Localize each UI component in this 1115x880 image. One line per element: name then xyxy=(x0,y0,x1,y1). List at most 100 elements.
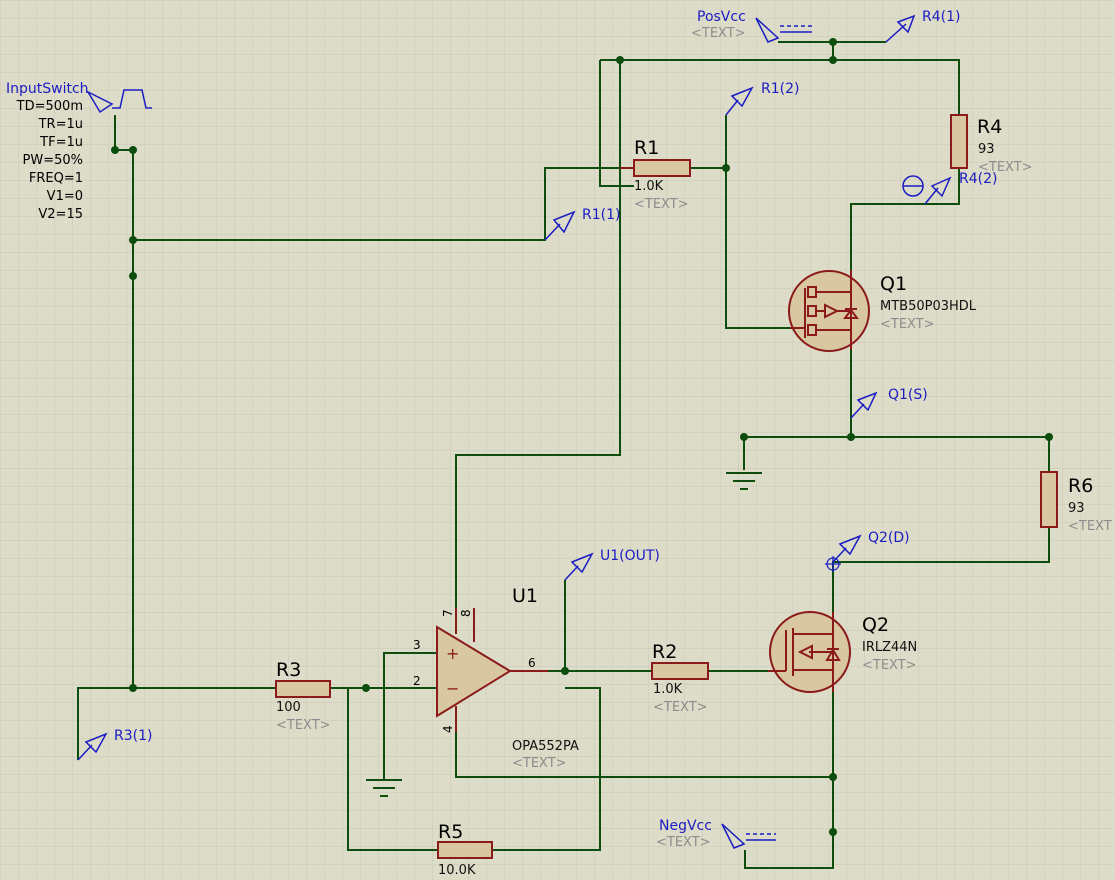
pulse-generator[interactable]: InputSwitch TD=500m TR=1u TF=1u PW=50% F… xyxy=(6,81,152,222)
pulse-waveform-icon xyxy=(112,89,152,109)
u1-minus: − xyxy=(446,679,459,698)
resistor-r3[interactable]: R3 100 <TEXT> xyxy=(275,659,331,733)
r2-ref: R2 xyxy=(652,641,677,663)
wire-input-switch xyxy=(114,115,134,688)
generator-param: FREQ=1 xyxy=(29,171,83,186)
generator-name: InputSwitch xyxy=(6,81,89,97)
wire-r3-1 xyxy=(77,687,276,760)
generator-flag xyxy=(86,90,114,114)
generator-param: TR=1u xyxy=(38,117,83,132)
resistor-r4[interactable]: R4 93 <TEXT> xyxy=(950,114,1033,175)
wire-r1-1 xyxy=(133,167,634,241)
generator-params: TD=500m TR=1u TF=1u PW=50% FREQ=1 V1=0 V… xyxy=(16,99,83,222)
negvcc-label: NegVcc xyxy=(659,818,712,834)
probe-q2-d xyxy=(832,534,862,563)
q1-text: <TEXT> xyxy=(880,317,935,332)
u1-ref: U1 xyxy=(512,585,538,607)
u1-pin2: 2 xyxy=(413,674,421,688)
probe-q1-s xyxy=(850,391,878,419)
wire-r6-q2 xyxy=(832,527,1050,612)
r6-ref: R6 xyxy=(1068,475,1093,497)
negvcc-flag xyxy=(721,823,746,849)
r1-ref: R1 xyxy=(634,137,659,159)
wires xyxy=(77,41,1050,869)
u1-plus: + xyxy=(446,644,459,663)
resistor-r1[interactable]: R1 1.0K <TEXT> xyxy=(620,137,691,212)
probe-r4-2 xyxy=(924,176,952,205)
mosfet-q2[interactable]: Q2 IRLZ44N <TEXT> xyxy=(768,611,917,693)
wire-r5-right xyxy=(492,687,601,851)
u1-pin6: 6 xyxy=(528,656,536,670)
u1-text: <TEXT> xyxy=(512,756,567,771)
posvcc-label: PosVcc xyxy=(697,9,746,25)
r5-ref: R5 xyxy=(438,821,463,843)
probe-label-r4-1: R4(1) xyxy=(922,9,960,25)
u1-pin3: 3 xyxy=(413,638,421,652)
probe-r3-1 xyxy=(77,732,108,761)
wire-u1-noninv xyxy=(383,652,437,780)
voltage-probes[interactable] xyxy=(77,14,952,761)
r3-ref: R3 xyxy=(276,659,301,681)
r6-value: 93 xyxy=(1068,501,1085,516)
r3-text: <TEXT> xyxy=(276,718,331,733)
r1-value: 1.0K xyxy=(634,179,664,194)
wire-r5-left xyxy=(347,687,438,851)
wire-u1-pin7 xyxy=(455,60,621,628)
wire-u1-pin4 xyxy=(455,715,833,778)
current-probe-icon[interactable] xyxy=(902,175,924,197)
r2-value: 1.0K xyxy=(653,682,683,697)
r1-text: <TEXT> xyxy=(634,197,689,212)
probe-label-r4-2: R4(2) xyxy=(959,171,997,187)
negvcc-terminal[interactable]: NegVcc <TEXT> xyxy=(656,818,776,850)
wire-posvcc-left xyxy=(599,60,634,187)
probe-u1-out xyxy=(564,552,594,581)
generator-param: PW=50% xyxy=(23,153,83,168)
wire-r1-2 xyxy=(690,167,790,329)
probe-r4-1 xyxy=(885,14,916,43)
posvcc-flag xyxy=(755,17,780,43)
probe-label-q2-d: Q2(D) xyxy=(868,530,910,546)
posvcc-text: <TEXT> xyxy=(691,26,746,41)
generator-param: V2=15 xyxy=(38,207,83,222)
u1-pin4: 4 xyxy=(441,725,455,733)
resistor-r5[interactable]: R5 10.0K xyxy=(437,821,493,878)
r4-value: 93 xyxy=(978,142,995,157)
generator-param: TD=500m xyxy=(16,99,83,114)
resistor-r6[interactable]: R6 93 <TEXT xyxy=(1040,471,1112,534)
wire-top-rail xyxy=(600,59,960,115)
q1-internals xyxy=(790,270,859,350)
generator-param: V1=0 xyxy=(47,189,83,204)
r5-value: 10.0K xyxy=(438,863,476,878)
probe-label-u1-out: U1(OUT) xyxy=(600,548,660,564)
resistor-r2[interactable]: R2 1.0K <TEXT> xyxy=(651,641,709,715)
r3-value: 100 xyxy=(276,700,301,715)
q1-value: MTB50P03HDL xyxy=(880,299,977,314)
junctions xyxy=(111,38,1053,836)
r6-text: <TEXT xyxy=(1068,519,1112,534)
probe-label-r1-2: R1(2) xyxy=(761,81,799,97)
probe-label-r3-1: R3(1) xyxy=(114,728,152,744)
q2-ref: Q2 xyxy=(862,614,889,636)
u1-value: OPA552PA xyxy=(512,739,579,754)
probe-label-q1-s: Q1(S) xyxy=(888,387,928,403)
u1-triangle xyxy=(436,625,512,718)
q2-text: <TEXT> xyxy=(862,658,917,673)
generator-param: TF=1u xyxy=(39,135,83,150)
probe-label-r1-1: R1(1) xyxy=(582,207,620,223)
q2-drain-probe-marker xyxy=(825,556,841,572)
u1-pins xyxy=(455,608,548,732)
posvcc-terminal[interactable]: PosVcc <TEXT> xyxy=(691,9,812,43)
probe-labels: R4(1) R1(2) R4(2) R1(1) Q1(S) Q2(D) U1(O… xyxy=(114,9,997,744)
r2-text: <TEXT> xyxy=(653,700,708,715)
q1-ref: Q1 xyxy=(880,273,907,295)
ground-symbol-u1 xyxy=(366,779,402,797)
opamp-u1[interactable]: + − 3 2 6 7 8 4 U1 OPA552PA <TEXT> xyxy=(413,585,579,771)
u1-pin8: 8 xyxy=(459,609,473,617)
ground-symbol xyxy=(726,472,762,490)
wire-r4-2 xyxy=(850,168,960,270)
r4-ref: R4 xyxy=(977,116,1002,138)
mosfet-q1[interactable]: Q1 MTB50P03HDL <TEXT> xyxy=(788,270,977,352)
probe-r1-1 xyxy=(544,210,576,241)
